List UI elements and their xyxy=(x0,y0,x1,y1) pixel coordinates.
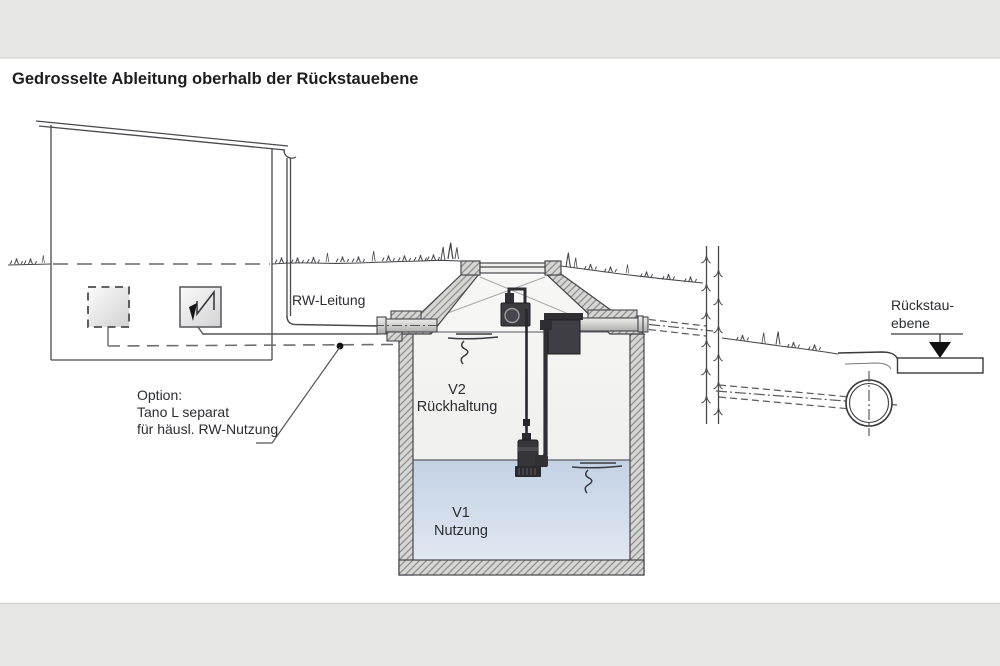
ground xyxy=(7,242,839,355)
sewer-bottom-line xyxy=(718,396,852,410)
rw-leitung-label: RW-Leitung xyxy=(292,292,365,308)
svg-text:für häusl. RW-Nutzung: für häusl. RW-Nutzung xyxy=(137,421,278,437)
option-connection: Option: Tano L separat für häusl. RW-Nut… xyxy=(107,342,395,444)
discharge-top-line xyxy=(648,318,707,327)
cable-gland xyxy=(505,293,514,308)
pump-outlet-joint xyxy=(535,455,548,467)
backflow-label-line2: ebene xyxy=(891,315,930,331)
outlet-anchor-bar xyxy=(587,309,638,319)
ground-line-right xyxy=(560,265,704,284)
tank-structure xyxy=(397,260,646,576)
v1-name-label: Nutzung xyxy=(434,523,488,539)
discharge-pipe xyxy=(648,318,714,337)
outlet-pipe xyxy=(575,309,649,333)
motor-dial-icon xyxy=(504,307,520,324)
tano-box-connector xyxy=(197,326,378,335)
outlet-socket-ring1 xyxy=(637,315,644,333)
svg-text:Tano L separat: Tano L separat xyxy=(137,404,229,420)
rw-pipe-line xyxy=(286,315,380,327)
tank-floor xyxy=(398,559,645,576)
tank-lid xyxy=(479,262,546,274)
strainer-slots xyxy=(518,468,536,475)
sewer-centerline xyxy=(715,390,898,406)
gutter-icon xyxy=(283,149,297,159)
street xyxy=(837,351,984,374)
service-box-optional xyxy=(87,286,130,328)
hydraulic-unit xyxy=(500,287,583,477)
pump-band xyxy=(518,447,538,451)
tank-wall-left xyxy=(398,333,414,576)
inlet-support xyxy=(386,331,403,342)
page-footer-band xyxy=(0,604,1000,666)
neck-collar-left xyxy=(460,260,481,276)
v2-code-label: V2 xyxy=(448,382,466,398)
v1-code-label: V1 xyxy=(452,505,470,521)
pump-top-connector xyxy=(522,433,531,441)
discharge-bottom-line xyxy=(648,328,707,337)
ground-line-left xyxy=(7,263,52,266)
ground-line-street-slope xyxy=(721,337,839,355)
property-boundary xyxy=(701,246,723,424)
inlet-pipe xyxy=(374,310,438,342)
service-boxes xyxy=(87,286,378,346)
volume-labels: V2 Rückhaltung V1 Nutzung xyxy=(417,382,498,539)
svg-text:Option:: Option: xyxy=(137,387,182,403)
filter-unit xyxy=(547,319,581,355)
connection-dot xyxy=(336,342,344,350)
service-box-tano xyxy=(179,286,222,328)
backflow-level: Rückstau- ebene xyxy=(891,297,963,358)
rw-pipe xyxy=(286,315,380,327)
curb-front-edge xyxy=(844,362,892,370)
option-label: Option: Tano L separat für häusl. RW-Nut… xyxy=(137,387,278,437)
outlet-pipe-body xyxy=(575,317,639,332)
tank: V2 Rückhaltung V1 Nutzung xyxy=(374,260,649,576)
filter-elbow xyxy=(540,320,552,330)
tank-wall-right xyxy=(629,333,645,576)
v2-name-label: Rückhaltung xyxy=(417,399,498,415)
tano-symbol-icon xyxy=(189,289,215,321)
option-dashed-line xyxy=(107,343,395,347)
roof-line-inner xyxy=(38,125,286,151)
house xyxy=(35,120,297,361)
filter-lip xyxy=(544,313,583,320)
page-header-band xyxy=(0,0,1000,58)
ground-line-mid xyxy=(271,259,462,265)
backflow-level-marker-icon xyxy=(929,342,951,358)
sewer-pipe xyxy=(715,371,898,436)
backflow-label-line1: Rückstau- xyxy=(891,297,954,313)
option-leader-line xyxy=(256,346,341,444)
sewer-main-inner-circle xyxy=(848,382,890,424)
outlet-socket-ring2 xyxy=(642,316,649,333)
page-title: Gedrosselte Ableitung oberhalb der Rücks… xyxy=(12,70,418,88)
inlet-anchor-bar xyxy=(390,310,422,320)
discharge-centerline xyxy=(648,323,714,332)
neck-collar-right xyxy=(544,260,562,276)
street-surface xyxy=(896,357,984,374)
roof-line-outer xyxy=(35,120,289,147)
cable-clamp xyxy=(523,419,530,426)
